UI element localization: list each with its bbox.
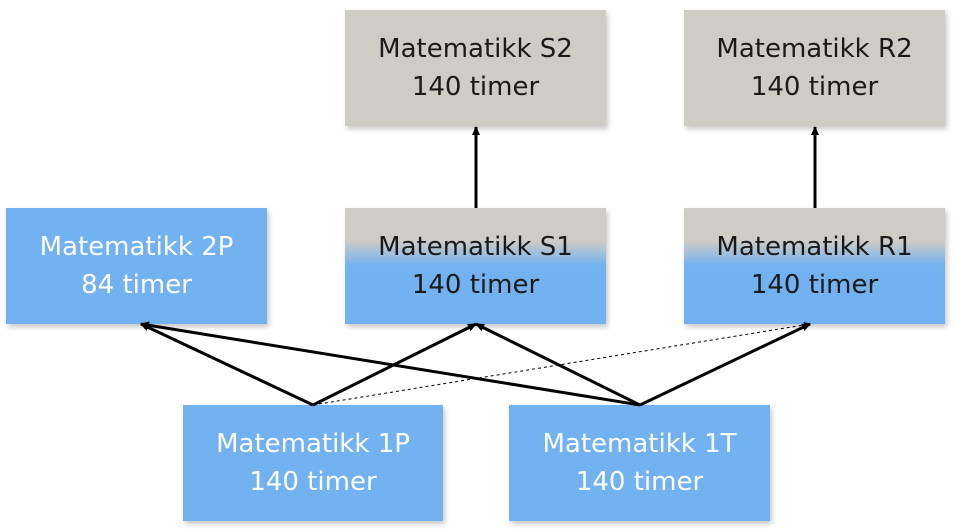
node-title: Matematikk 1T — [542, 429, 737, 459]
node-title: Matematikk R2 — [716, 34, 913, 64]
node-matematikk-1p: Matematikk 1P 140 timer — [183, 405, 443, 521]
node-matematikk-r2: Matematikk R2 140 timer — [684, 10, 945, 126]
node-matematikk-s1: Matematikk S1 140 timer — [345, 208, 606, 324]
node-matematikk-s2: Matematikk S2 140 timer — [345, 10, 606, 126]
arrow-p1-to-s1 — [312, 322, 477, 407]
arrow-t1-to-p2 — [140, 321, 641, 407]
node-matematikk-2p: Matematikk 2P 84 timer — [6, 208, 267, 324]
node-hours: 140 timer — [575, 467, 704, 497]
node-hours: 140 timer — [411, 72, 540, 102]
node-hours: 140 timer — [249, 467, 377, 497]
node-title: Matematikk R1 — [716, 232, 913, 262]
node-hours: 140 timer — [411, 270, 540, 300]
node-title: Matematikk 1P — [216, 429, 410, 459]
node-title: Matematikk S1 — [378, 232, 573, 262]
node-matematikk-r1: Matematikk R1 140 timer — [684, 208, 945, 324]
node-title: Matematikk S2 — [378, 34, 573, 64]
arrow-p1-to-p2 — [140, 322, 314, 407]
node-hours: 84 timer — [81, 270, 192, 300]
arrow-t1-to-s1 — [475, 322, 641, 407]
arrow-p1-to-r1 — [312, 322, 811, 406]
node-matematikk-1t: Matematikk 1T 140 timer — [509, 405, 770, 521]
node-hours: 140 timer — [750, 72, 879, 102]
node-hours: 140 timer — [750, 270, 879, 300]
node-title: Matematikk 2P — [39, 232, 234, 262]
arrow-t1-to-r1 — [639, 322, 811, 407]
